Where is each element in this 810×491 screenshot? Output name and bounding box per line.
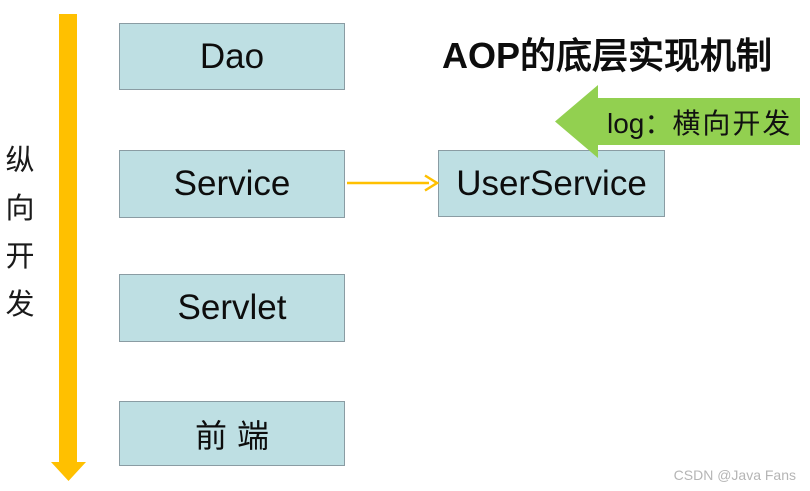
- log-prefix-label: log：: [607, 107, 673, 139]
- layer-box-dao: Dao: [119, 23, 345, 90]
- userservice-box-label: UserService: [456, 163, 647, 203]
- horizontal-development-label: log： 横向开发: [607, 98, 792, 145]
- vertical-label-char-2: 向: [5, 193, 35, 225]
- userservice-box: UserService: [438, 150, 665, 217]
- vertical-label-char-4: 发: [5, 289, 35, 321]
- layer-box-service: Service: [119, 150, 345, 218]
- layer-box-frontend-label: 前端: [194, 417, 279, 454]
- vertical-development-label: 纵 向 开 发: [4, 146, 36, 320]
- horizontal-development-text: 横向开发: [672, 108, 793, 140]
- layer-box-servlet: Servlet: [119, 274, 345, 342]
- layer-box-servlet-label: Servlet: [177, 288, 287, 327]
- layer-box-dao-label: Dao: [199, 36, 265, 76]
- connector-arrowhead-icon: [424, 174, 440, 192]
- vertical-development-arrow-icon: [51, 14, 86, 481]
- vertical-label-char-3: 开: [5, 241, 35, 273]
- layer-box-service-label: Service: [173, 164, 291, 203]
- layer-box-frontend: 前端: [119, 401, 345, 466]
- vertical-label-char-1: 纵: [5, 145, 35, 177]
- csdn-watermark: CSDN @Java Fans: [673, 467, 796, 483]
- page-title: AOP的底层实现机制: [441, 35, 772, 76]
